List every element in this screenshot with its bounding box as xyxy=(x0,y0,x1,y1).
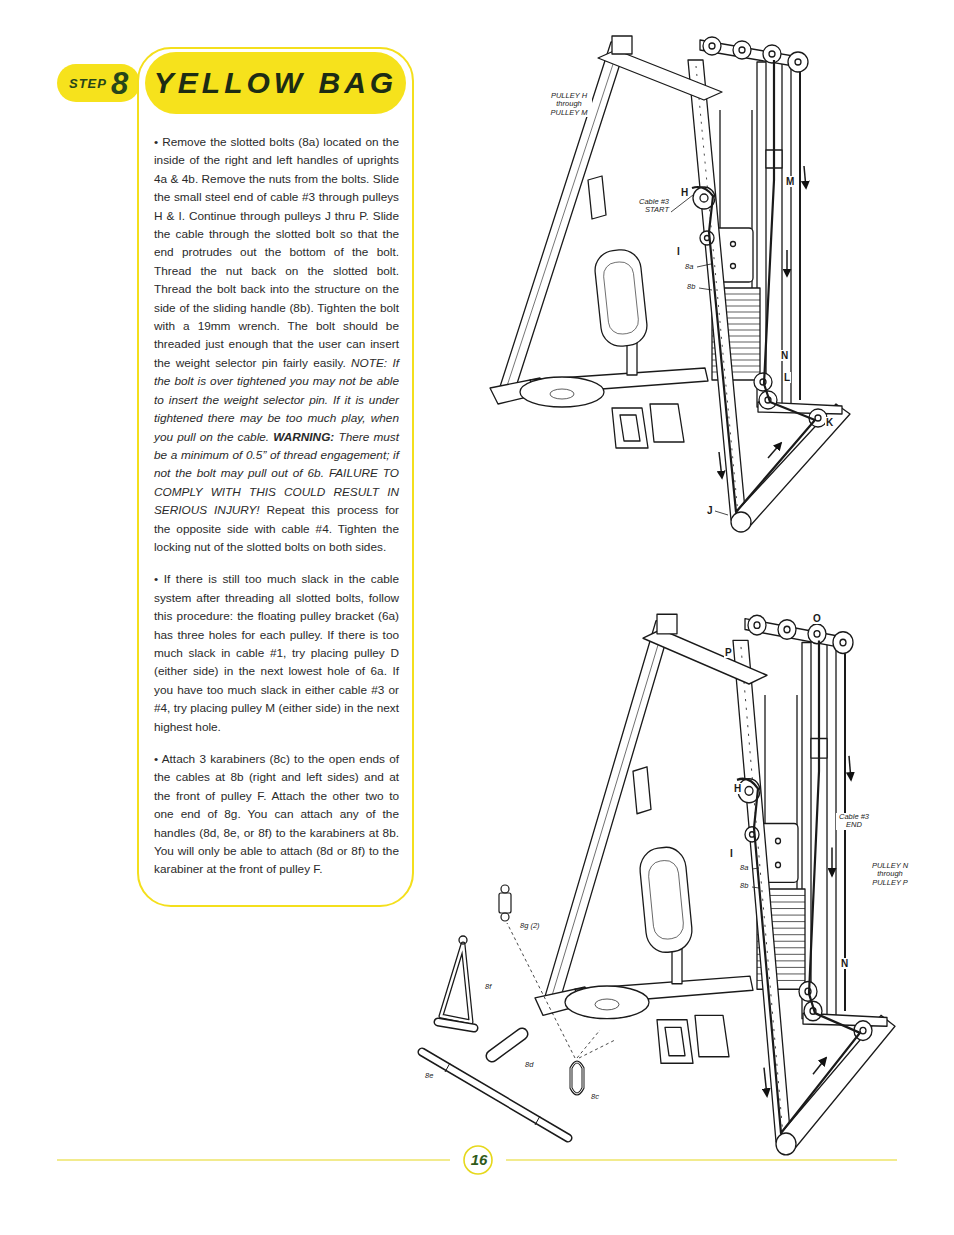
section-title: YELLOW BAG xyxy=(145,52,406,114)
machine-view-top xyxy=(490,36,850,532)
footer-rule xyxy=(57,1146,897,1174)
pulley-letter: H xyxy=(733,783,742,794)
part-label: Cable #3 START xyxy=(630,198,670,215)
pulley-letter: N xyxy=(840,958,849,969)
part-label: 8a xyxy=(739,864,749,872)
part-label: 8b xyxy=(686,283,696,291)
pulley-letter: H xyxy=(680,187,689,198)
page-number: 16 xyxy=(464,1151,494,1169)
part-label: 8b xyxy=(739,882,749,890)
paragraph: • If there is still too much slack in th… xyxy=(154,570,399,736)
machine-view-bottom xyxy=(535,614,895,1155)
pulley-letter: N xyxy=(780,350,789,361)
part-label: 8d xyxy=(524,1061,534,1069)
accessories xyxy=(422,885,615,1138)
step-badge: STEP 8 xyxy=(57,64,140,102)
paragraph: • Attach 3 karabiners (8c) to the open e… xyxy=(154,750,399,879)
instruction-text: • Remove the slotted bolts (8a) located … xyxy=(154,135,399,370)
pulley-letter: O xyxy=(812,613,822,624)
pulley-letter: K xyxy=(825,417,834,428)
leader-lines xyxy=(671,195,759,888)
part-label: 8e xyxy=(424,1072,434,1080)
pulley-letter: I xyxy=(729,848,734,859)
part-label: 8a xyxy=(684,263,694,271)
part-label: PULLEY N through PULLEY P xyxy=(865,862,915,887)
pulley-letter: M xyxy=(785,176,795,187)
part-label: 8f xyxy=(484,983,492,991)
instruction-panel: • Remove the slotted bolts (8a) located … xyxy=(137,47,414,907)
step-word: STEP xyxy=(69,76,107,91)
pulley-letter: L xyxy=(783,372,791,383)
instruction-text: • If there is still too much slack in th… xyxy=(154,572,399,733)
part-label: 8c xyxy=(590,1093,600,1101)
part-label: 8g (2) xyxy=(519,922,541,930)
pulley-letter: I xyxy=(676,246,681,257)
warning-label: WARNING: xyxy=(273,430,334,444)
pulley-letter: P xyxy=(724,647,733,658)
instruction-text: • Attach 3 karabiners (8c) to the open e… xyxy=(154,752,399,876)
paragraph: • Remove the slotted bolts (8a) located … xyxy=(154,133,399,556)
part-label: PULLEY H through PULLEY M xyxy=(546,92,592,117)
pulley-letter: J xyxy=(706,505,714,516)
step-number: 8 xyxy=(111,68,128,99)
part-label: Cable #3 END xyxy=(836,813,872,830)
